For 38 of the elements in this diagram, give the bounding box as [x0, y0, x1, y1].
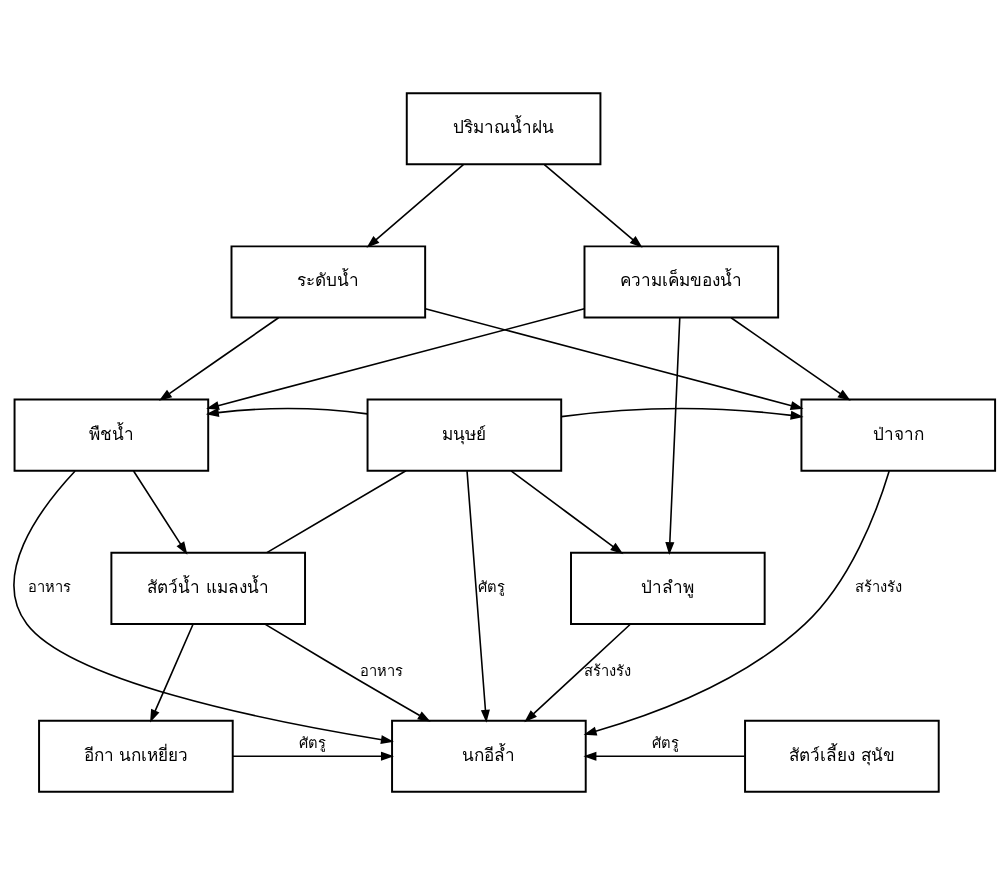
edge-label: สร้างรัง [583, 661, 631, 679]
arrow [205, 307, 585, 410]
node-box: มนุษย์ [366, 398, 562, 472]
node-box: ความเค็มของน้ำ [583, 244, 779, 318]
edge-label: อาหาร [359, 661, 403, 679]
arrow [366, 163, 464, 248]
arrow [424, 307, 804, 410]
node-box: อีกา นกเหยี่ยว [37, 719, 234, 793]
arrow [132, 469, 187, 555]
arrow [231, 751, 394, 761]
node-box: ระดับน้ำ [230, 244, 426, 318]
edge-label: อาหาร [27, 577, 71, 595]
node-box: ป่าจาก [799, 398, 996, 472]
edge-label: ศัตรู [477, 577, 505, 595]
edge-label: ศัตรู [651, 733, 679, 751]
arrow [560, 407, 804, 420]
arrow [12, 469, 394, 744]
node-box: สัตว์เลี้ยง สุนัข [743, 719, 940, 793]
arrow [583, 469, 890, 736]
arrow [582, 751, 745, 761]
arrow [158, 316, 279, 401]
arrow [509, 469, 623, 554]
arrow [664, 316, 681, 555]
arrow [543, 163, 643, 248]
arrow [263, 622, 431, 722]
node-box: ปริมาณน้ำฝน [405, 91, 601, 165]
arrow [523, 622, 631, 722]
node-box: ป่าลำพู [569, 551, 766, 625]
arrow [149, 622, 194, 723]
edge-label: ศัตรู [298, 733, 326, 751]
node-box: พืชน้ำ [13, 398, 209, 472]
arrow [205, 407, 368, 417]
node-box: นกอีล้ำ [390, 719, 587, 793]
arrow [729, 316, 851, 401]
connector [265, 469, 407, 553]
edge-label: สร้างรัง [854, 577, 902, 595]
arrow [465, 469, 490, 723]
node-box: สัตว์น้ำ แมลงน้ำ [109, 551, 306, 625]
